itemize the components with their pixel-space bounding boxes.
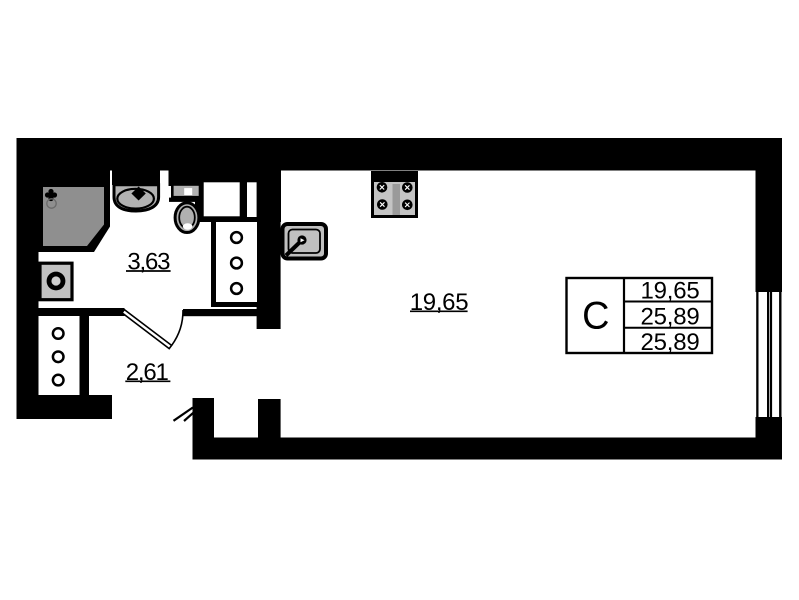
svg-text:25,89: 25,89	[640, 329, 699, 356]
svg-text:25,89: 25,89	[640, 304, 699, 331]
svg-text:C: C	[582, 294, 609, 338]
svg-text:19,65: 19,65	[640, 277, 699, 304]
